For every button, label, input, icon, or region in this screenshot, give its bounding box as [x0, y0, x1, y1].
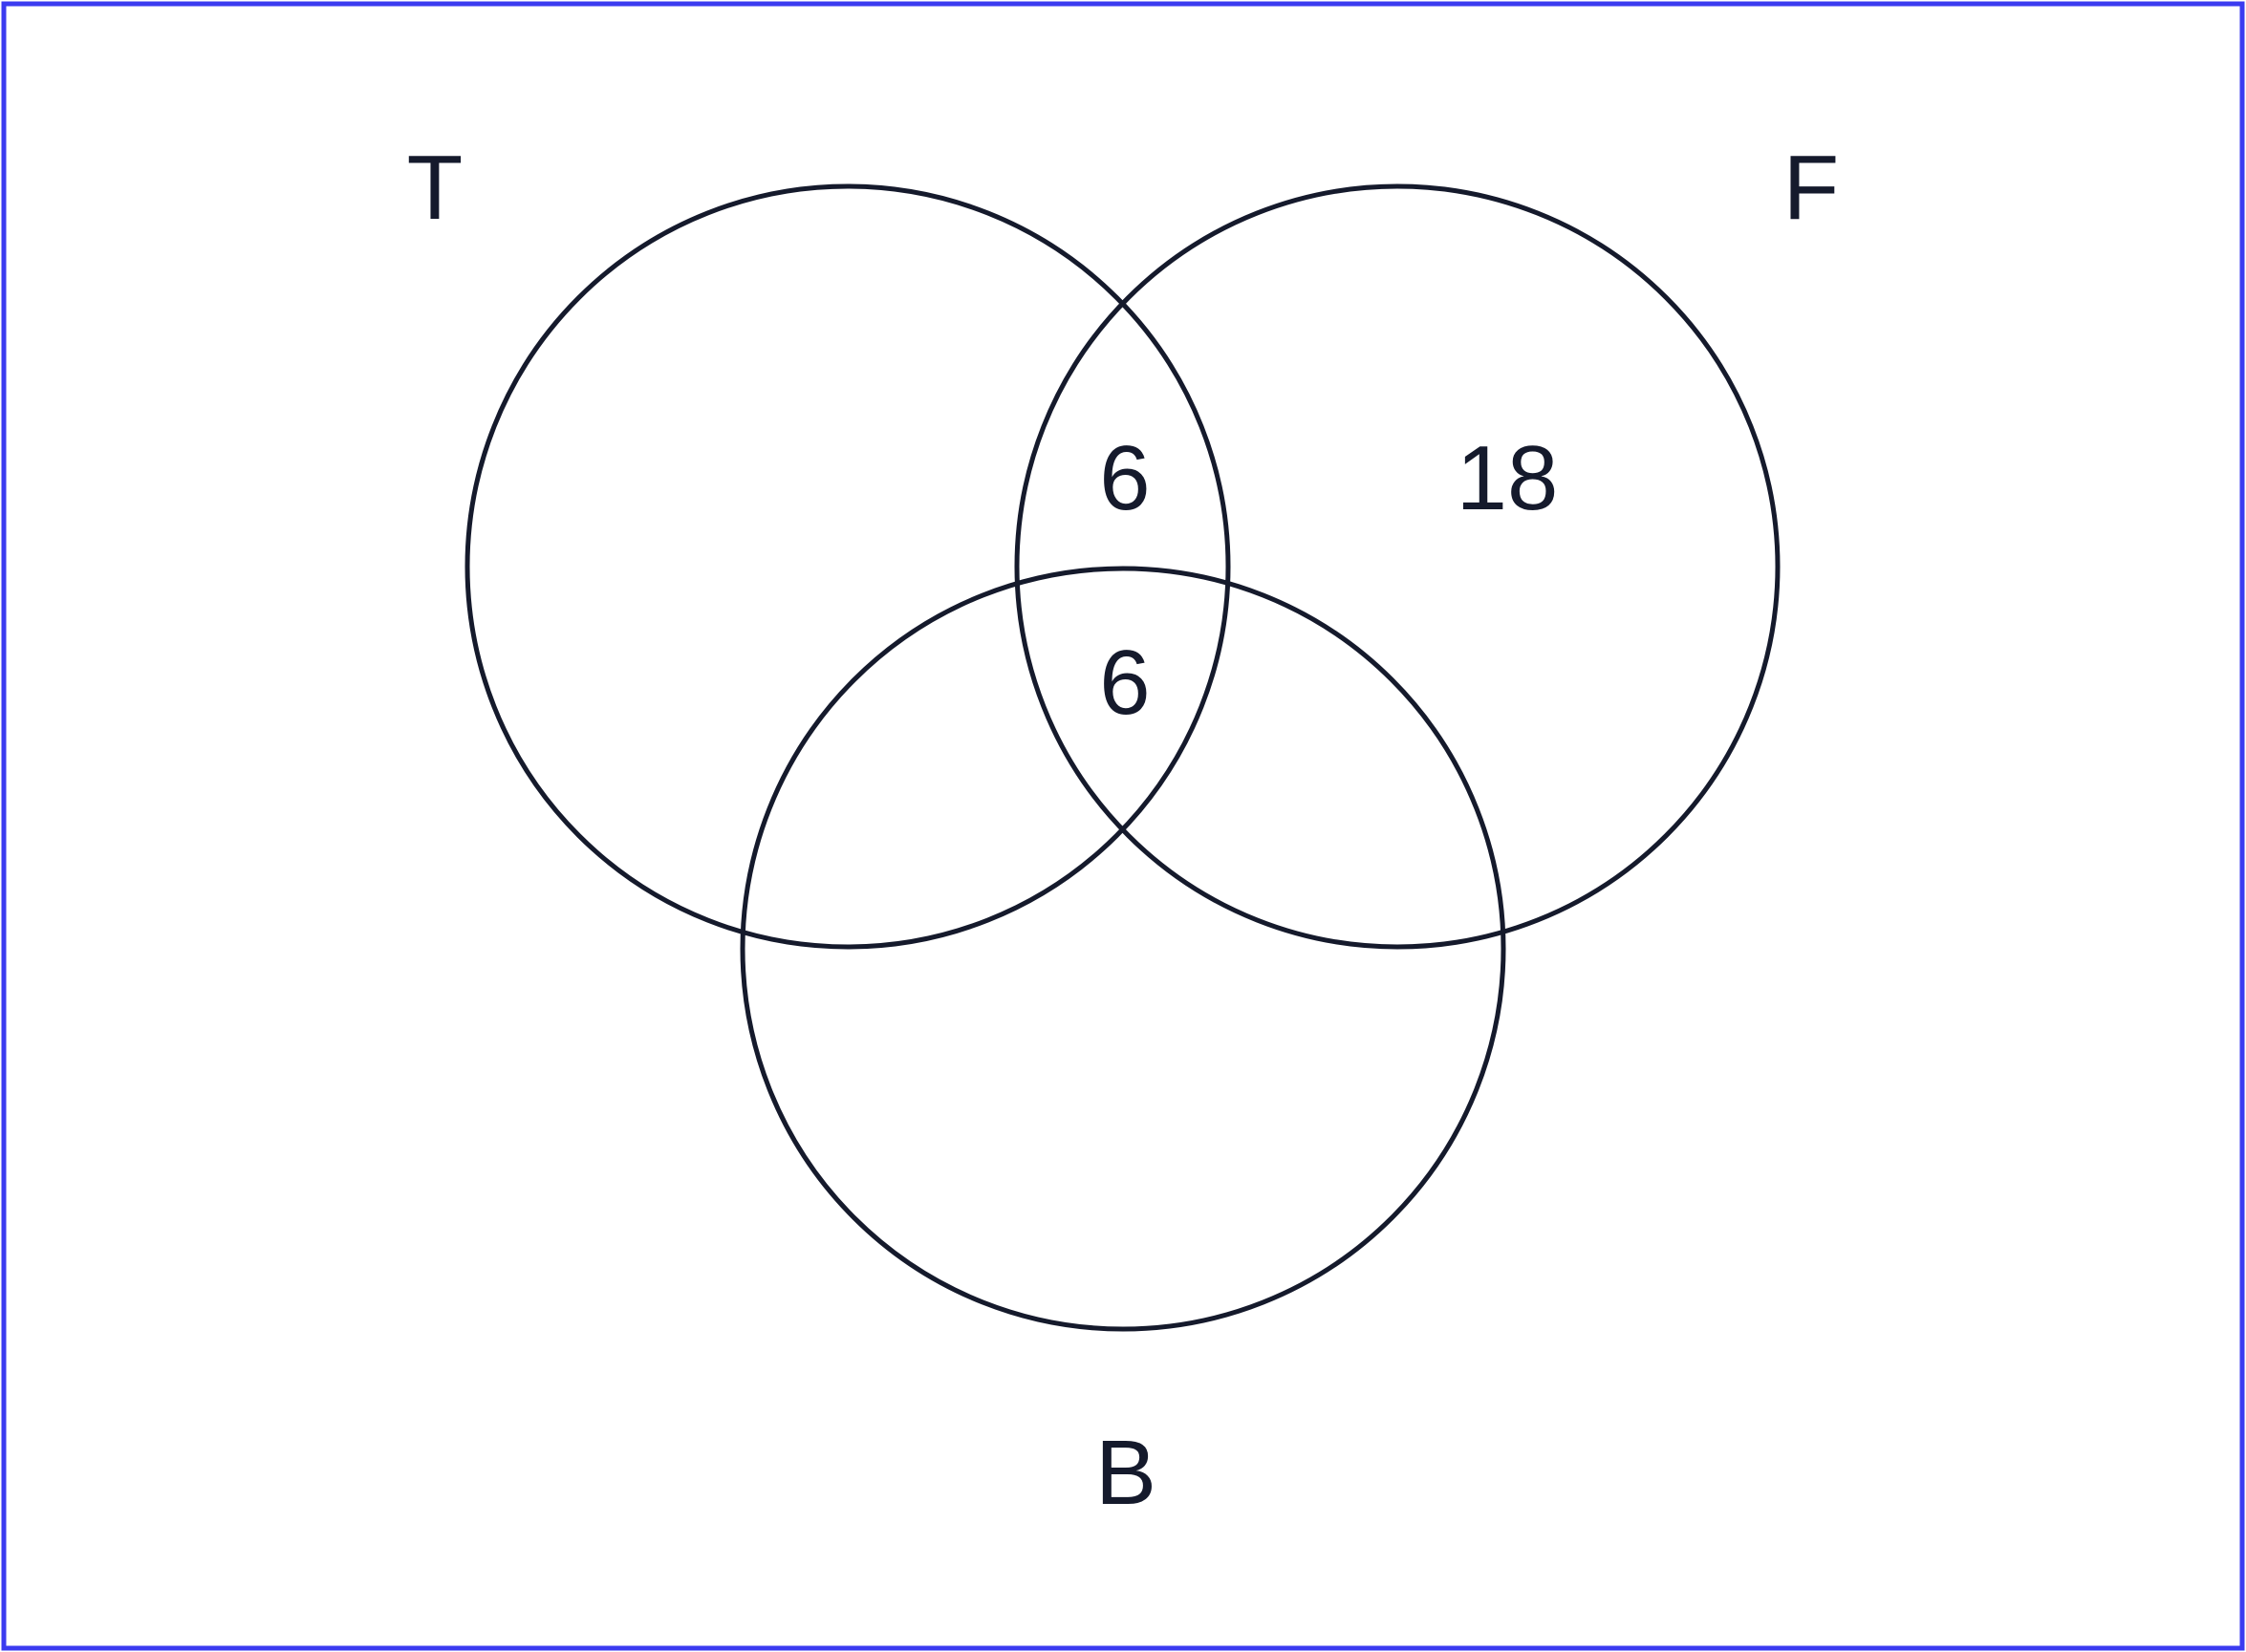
region-f-only-value: 18: [1457, 427, 1559, 529]
set-b-label: B: [1095, 1422, 1156, 1524]
region-t-f-value: 6: [1099, 427, 1150, 529]
set-t-circle: [464, 183, 1231, 950]
set-b-circle: [740, 566, 1506, 1332]
set-f-circle: [1014, 183, 1781, 950]
set-t-label: T: [407, 137, 464, 239]
region-t-f-b-value: 6: [1099, 632, 1150, 734]
set-f-label: F: [1783, 137, 1840, 239]
